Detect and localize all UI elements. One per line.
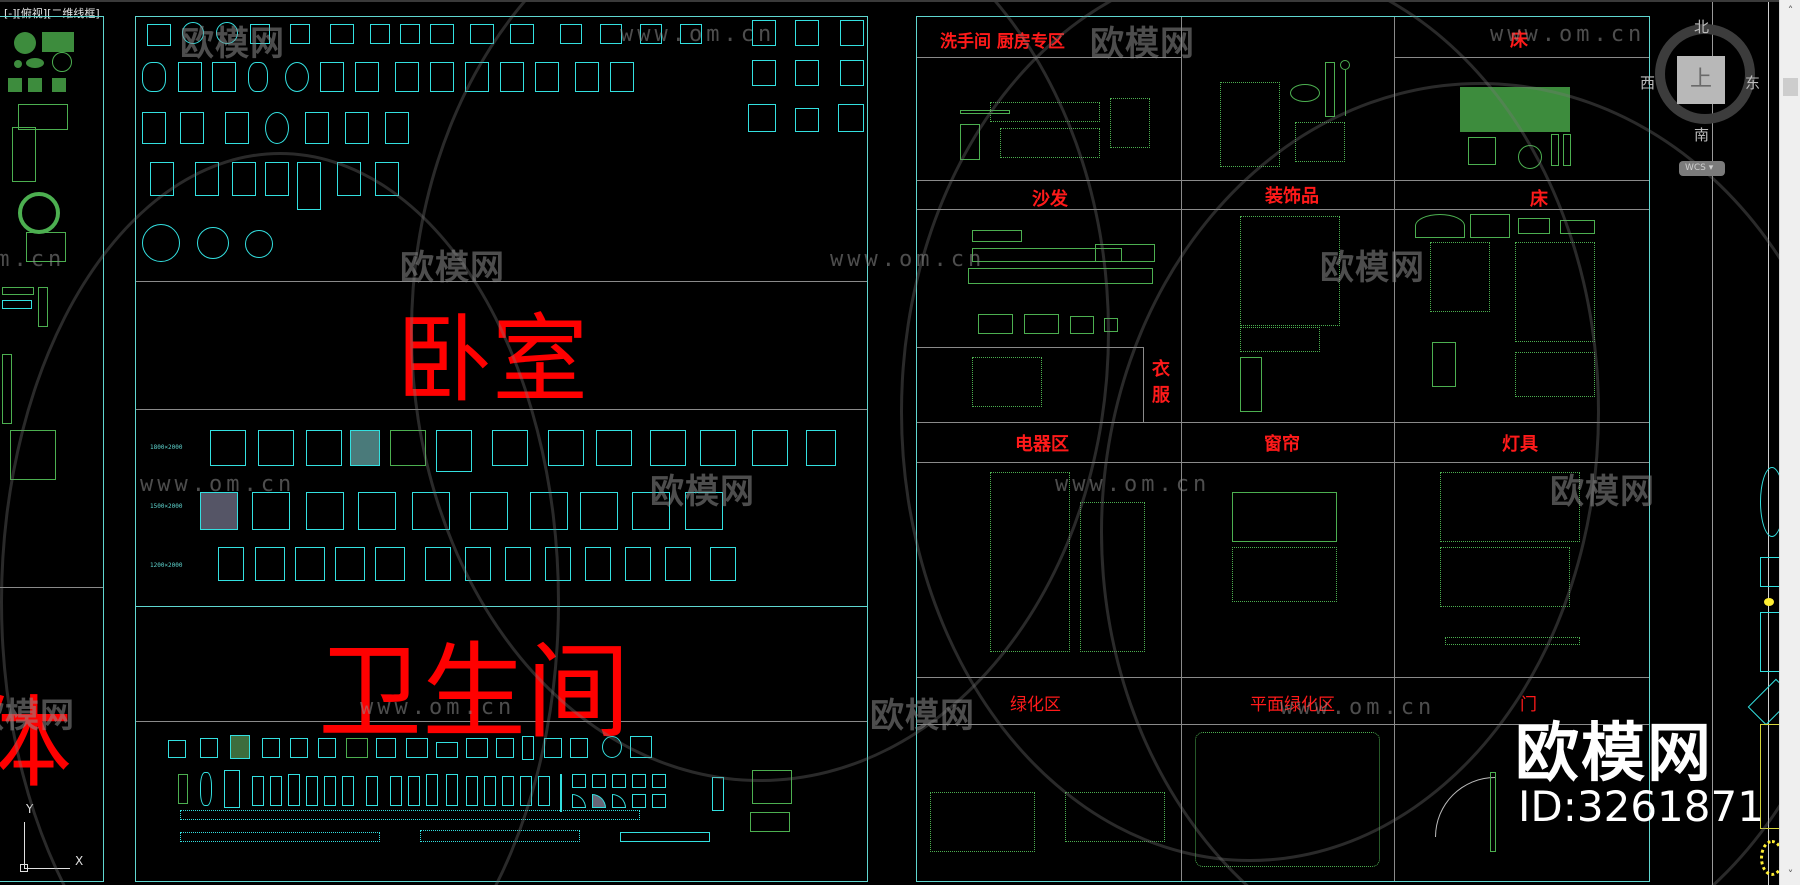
bed-dimension-label: 1200×2000: [150, 562, 183, 569]
category-row-divider: [917, 180, 1649, 181]
viewcube-compass-ring[interactable]: [1655, 24, 1755, 124]
category-label-curtains: 窗帘: [1264, 434, 1300, 455]
scroll-down-icon[interactable]: ˅: [1787, 868, 1794, 881]
compass-south[interactable]: 南: [1694, 126, 1710, 144]
bed-dimension-label: 1500×2000: [150, 503, 183, 510]
compass-east[interactable]: 东: [1745, 74, 1761, 92]
sofa-symbol: [38, 287, 48, 327]
left-panel-divider: [0, 587, 103, 588]
right-edge-line: [1712, 2, 1713, 885]
label-partial-character: 体: [0, 662, 72, 807]
bed-dimension-label: 1800×2000: [150, 444, 183, 451]
ucs-x-label: X: [75, 854, 84, 868]
category-col-divider: [1394, 17, 1395, 881]
rug-symbol: [2, 354, 12, 424]
category-col-divider: [1181, 17, 1182, 881]
round-table-symbol: [52, 52, 72, 72]
category-label-lighting: 灯具: [1502, 434, 1538, 455]
category-label-greenery: 绿化区: [1010, 695, 1061, 715]
section-label-bedroom: 卧室: [396, 304, 588, 416]
category-label-clothes: 衣服: [1152, 359, 1170, 406]
plant-symbol: [26, 58, 44, 68]
wcs-label: WCS: [1685, 163, 1706, 173]
section-label-bathroom: 卫生间: [318, 631, 631, 753]
category-panel-frame: [916, 16, 1650, 882]
scroll-up-icon[interactable]: ˄: [1787, 4, 1794, 17]
tile-symbol: [52, 78, 66, 92]
round-table-symbol: [18, 192, 60, 234]
category-label-washroom-kitchen: 洗手间 厨房专区: [940, 32, 1065, 52]
category-label-plan-greenery: 平面绿化区: [1250, 695, 1335, 715]
category-label-sofa: 沙发: [1032, 189, 1068, 210]
living-set-symbol: [10, 430, 56, 480]
category-label-decor: 装饰品: [1265, 186, 1319, 207]
clothes-divider: [1143, 347, 1144, 422]
watermark-stamp-id: ID:3261871: [1518, 782, 1764, 831]
tile-symbol: [28, 78, 42, 92]
left-panel-frame: [0, 16, 104, 882]
compass-west[interactable]: 西: [1640, 74, 1656, 92]
category-row-divider: [917, 57, 1181, 58]
category-row-divider: [917, 347, 1143, 348]
plant-symbol: [14, 32, 36, 54]
main-divider-beds: [136, 606, 867, 607]
sofa-symbol: [2, 287, 34, 295]
scrollbar-thumb[interactable]: [1783, 78, 1798, 96]
viewcube-top-face[interactable]: 上: [1677, 56, 1725, 104]
category-row-divider: [917, 677, 1649, 678]
wcs-dropdown[interactable]: WCS ▾: [1679, 161, 1725, 176]
category-row-divider: [1395, 57, 1649, 58]
category-label-appliances: 电器区: [1015, 434, 1069, 455]
category-label-door: 门: [1520, 695, 1537, 715]
main-divider-dining: [136, 281, 867, 282]
sectional-sofa-symbol: [18, 104, 68, 130]
sofa-set-symbol: [26, 232, 66, 262]
category-row-divider: [917, 462, 1649, 463]
sectional-sofa-symbol: [12, 127, 36, 182]
category-label-bed-top: 床: [1510, 30, 1528, 51]
main-divider-bedroom: [136, 409, 867, 410]
tile-symbol: [8, 78, 22, 92]
ucs-y-label: Y: [26, 802, 34, 816]
category-row-divider: [917, 209, 1649, 210]
rug-symbol: [42, 32, 74, 52]
right-edge-line: [1768, 2, 1769, 885]
sofa-symbol: [2, 300, 32, 309]
category-row-divider: [917, 422, 1649, 423]
vertical-scrollbar[interactable]: ˄ ˅: [1779, 0, 1800, 885]
watermark-stamp-brand: 欧模网: [1515, 717, 1713, 791]
plant-symbol: [14, 60, 22, 68]
main-divider-bathroom: [136, 721, 867, 722]
main-panel-frame: [135, 16, 868, 882]
category-row-divider: [917, 724, 1649, 725]
category-label-bed: 床: [1530, 189, 1548, 210]
chevron-down-icon: ▾: [1708, 163, 1714, 173]
compass-north[interactable]: 北: [1694, 18, 1710, 36]
